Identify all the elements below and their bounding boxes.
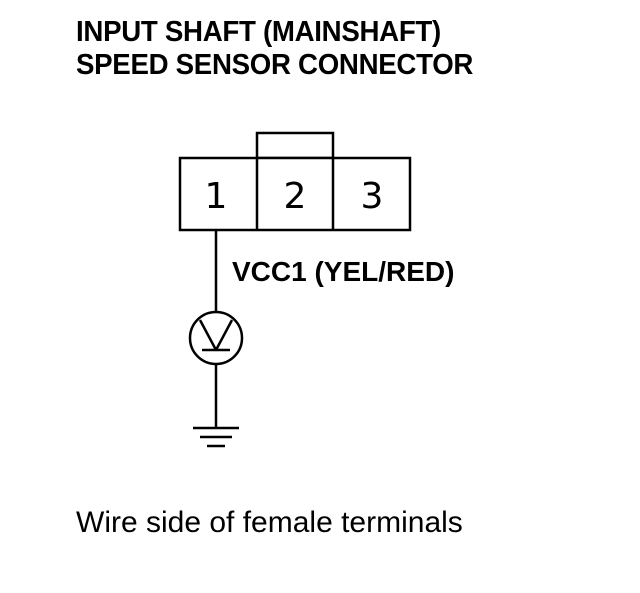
title-line-1: INPUT SHAFT (MAINSHAFT)	[76, 16, 441, 48]
diagram-title: INPUT SHAFT (MAINSHAFT) SPEED SENSOR CON…	[76, 16, 473, 82]
connector-housing	[178, 156, 412, 232]
ground-icon	[193, 426, 239, 448]
diagram-caption: Wire side of female terminals	[76, 506, 463, 539]
terminal-1-label: 1	[205, 176, 228, 217]
wire-label: VCC1 (YEL/RED)	[232, 256, 454, 287]
terminal-3-label: 3	[361, 176, 384, 217]
title-line-2: SPEED SENSOR CONNECTOR	[76, 49, 474, 81]
voltmeter-icon	[188, 310, 244, 366]
connector	[178, 131, 412, 232]
terminal-2-label: 2	[284, 176, 307, 217]
connector-lock-tab	[255, 131, 335, 160]
